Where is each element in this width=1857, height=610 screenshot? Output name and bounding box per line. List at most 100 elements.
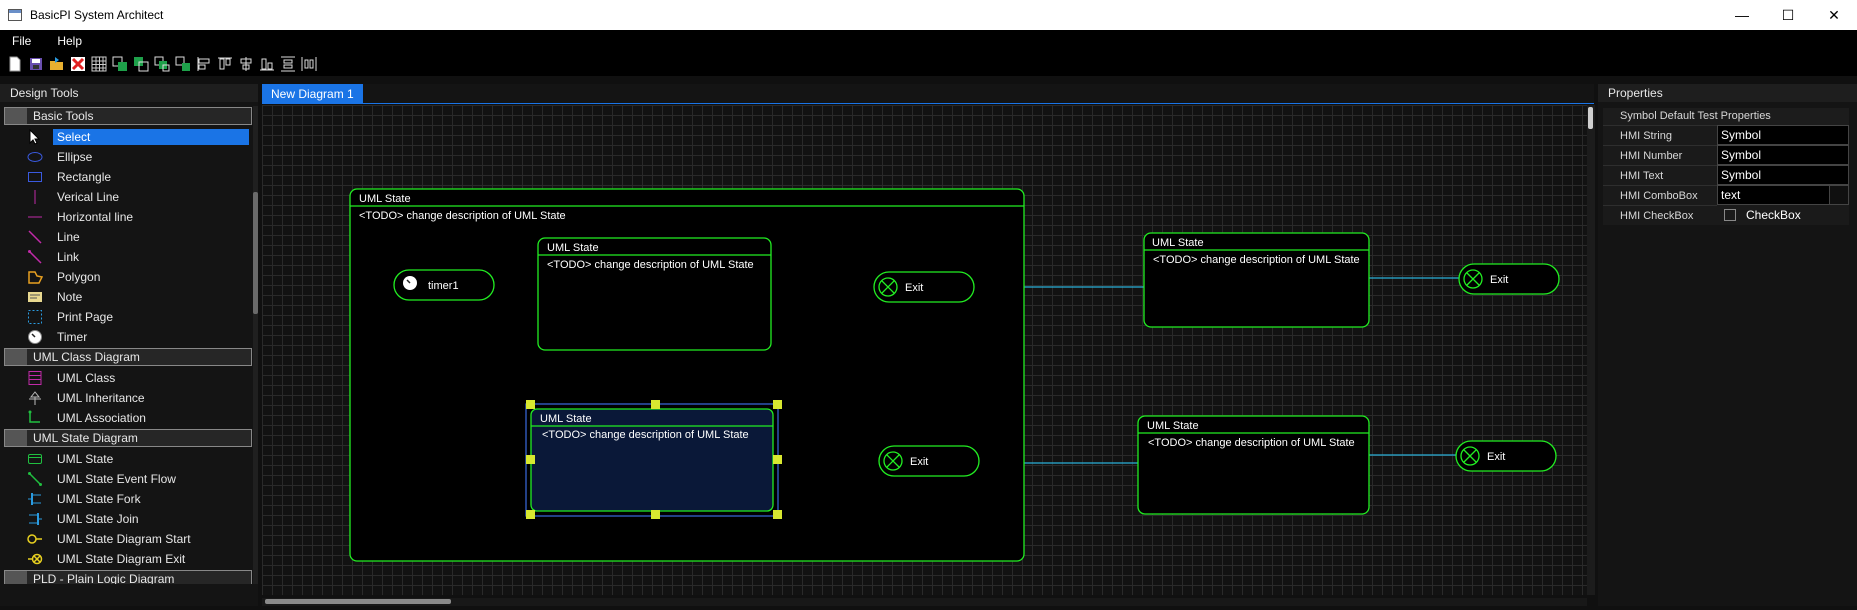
send-back-icon[interactable]: [132, 55, 150, 73]
tool-vertical-line[interactable]: Verical Line: [4, 187, 252, 207]
state-description: <TODO> change description of UML State: [1148, 437, 1355, 449]
resize-handle[interactable]: [773, 400, 782, 409]
align-top-icon[interactable]: [216, 55, 234, 73]
close-button[interactable]: ✕: [1828, 6, 1840, 23]
window-controls: — ☐ ✕: [1719, 0, 1857, 30]
category-basic-tools[interactable]: Basic Tools: [4, 107, 252, 125]
open-folder-icon[interactable]: [48, 55, 66, 73]
category-pld[interactable]: PLD - Plain Logic Diagram: [4, 570, 252, 584]
exit-node-middle[interactable]: Exit: [878, 445, 980, 477]
resize-handle[interactable]: [526, 455, 535, 464]
state-title: UML State: [547, 242, 599, 254]
tool-uml-inheritance[interactable]: UML Inheritance: [4, 388, 252, 408]
new-file-icon[interactable]: [6, 55, 24, 73]
canvas-hscroll-thumb[interactable]: [265, 599, 451, 604]
distribute-vertical-icon[interactable]: [279, 55, 297, 73]
tool-uml-association[interactable]: UML Association: [4, 408, 252, 428]
hmi-combobox-field[interactable]: text: [1717, 185, 1849, 205]
ungroup-icon[interactable]: [174, 55, 192, 73]
resize-handle[interactable]: [773, 510, 782, 519]
state-description: <TODO> change description of UML State: [1153, 254, 1360, 266]
category-uml-class[interactable]: UML Class Diagram: [4, 348, 252, 366]
tab-new-diagram-1[interactable]: New Diagram 1: [262, 84, 363, 104]
tool-print-page[interactable]: Print Page: [4, 307, 252, 327]
window-title: BasicPI System Architect: [30, 8, 164, 22]
timer-label: timer1: [428, 280, 459, 292]
tool-note[interactable]: Note: [4, 287, 252, 307]
delete-icon[interactable]: [69, 55, 87, 73]
canvas-horizontal-scrollbar[interactable]: [262, 598, 1587, 606]
prop-row-hmi-number: HMI Number Symbol: [1603, 145, 1849, 165]
tool-uml-start[interactable]: UML State Diagram Start: [4, 529, 252, 549]
tool-link[interactable]: Link: [4, 247, 252, 267]
group-icon[interactable]: [153, 55, 171, 73]
menu-file[interactable]: File: [12, 34, 32, 48]
uml-state-outer[interactable]: UML State <TODO> change description of U…: [349, 188, 1025, 562]
align-bottom-icon[interactable]: [258, 55, 276, 73]
align-center-icon[interactable]: [237, 55, 255, 73]
grid-icon[interactable]: [90, 55, 108, 73]
tool-line[interactable]: Line: [4, 227, 252, 247]
tool-uml-state[interactable]: UML State: [4, 449, 252, 469]
tool-horizontal-line[interactable]: Horizontal line: [4, 207, 252, 227]
canvas-vertical-scrollbar[interactable]: [1587, 105, 1595, 595]
uml-state-right-bottom[interactable]: UML State <TODO> change description of U…: [1137, 415, 1370, 515]
menu-help[interactable]: Help: [57, 34, 83, 48]
diagram-canvas[interactable]: UML State <TODO> change description of U…: [262, 105, 1587, 595]
exit-node-top[interactable]: Exit: [873, 271, 975, 303]
uml-state-icon: [26, 451, 44, 467]
minimize-button[interactable]: —: [1735, 7, 1749, 23]
category-uml-state[interactable]: UML State Diagram: [4, 429, 252, 447]
uml-event-flow-icon: [26, 471, 44, 487]
hmi-text-field[interactable]: Symbol: [1717, 165, 1849, 185]
properties-grid: Symbol Default Test Properties HMI Strin…: [1603, 108, 1849, 225]
tool-timer[interactable]: Timer: [4, 327, 252, 347]
resize-handle[interactable]: [526, 400, 535, 409]
link-icon: [26, 249, 44, 265]
tool-uml-exit[interactable]: UML State Diagram Exit: [4, 549, 252, 569]
line-icon: [26, 229, 44, 245]
hmi-checkbox-label: CheckBox: [1746, 208, 1801, 222]
exit-node-right-bottom[interactable]: Exit: [1455, 440, 1557, 472]
prop-row-hmi-string: HMI String Symbol: [1603, 125, 1849, 145]
timer-node[interactable]: timer1: [393, 269, 495, 301]
tool-uml-event-flow[interactable]: UML State Event Flow: [4, 469, 252, 489]
note-icon: [26, 289, 44, 305]
exit-label: Exit: [1490, 274, 1508, 286]
resize-handle[interactable]: [526, 510, 535, 519]
uml-state-right-top[interactable]: UML State <TODO> change description of U…: [1143, 232, 1370, 328]
maximize-button[interactable]: ☐: [1781, 6, 1795, 23]
state-title: UML State: [1147, 420, 1199, 432]
hmi-string-field[interactable]: Symbol: [1717, 125, 1849, 145]
align-left-icon[interactable]: [195, 55, 213, 73]
uml-exit-icon: [26, 551, 44, 567]
resize-handles[interactable]: [526, 400, 782, 519]
rectangle-icon: [26, 169, 44, 185]
resize-handle[interactable]: [651, 400, 660, 409]
horizontal-line-icon: [26, 209, 44, 225]
tool-rectangle[interactable]: Rectangle: [4, 167, 252, 187]
tool-uml-class[interactable]: UML Class: [4, 368, 252, 388]
exit-node-right-top[interactable]: Exit: [1458, 263, 1560, 295]
resize-handle[interactable]: [773, 455, 782, 464]
uml-class-icon: [26, 370, 44, 386]
distribute-horizontal-icon[interactable]: [300, 55, 318, 73]
hmi-number-field[interactable]: Symbol: [1717, 145, 1849, 165]
tool-polygon[interactable]: Polygon: [4, 267, 252, 287]
hmi-checkbox[interactable]: [1724, 209, 1736, 221]
exit-label: Exit: [1487, 451, 1505, 463]
save-icon[interactable]: [27, 55, 45, 73]
uml-state-inner-top[interactable]: UML State <TODO> change description of U…: [537, 237, 772, 351]
bring-front-icon[interactable]: [111, 55, 129, 73]
app-icon: [8, 9, 22, 21]
tools-scrollbar-thumb[interactable]: [253, 192, 258, 314]
uml-state-selected[interactable]: UML State <TODO> change description of U…: [525, 400, 782, 519]
tools-scrollbar[interactable]: [253, 106, 258, 584]
tool-select[interactable]: Select: [4, 127, 252, 147]
tool-uml-fork[interactable]: UML State Fork: [4, 489, 252, 509]
tool-ellipse[interactable]: Ellipse: [4, 147, 252, 167]
resize-handle[interactable]: [651, 510, 660, 519]
uml-inheritance-icon: [26, 390, 44, 406]
canvas-vscroll-thumb[interactable]: [1588, 107, 1593, 129]
tool-uml-join[interactable]: UML State Join: [4, 509, 252, 529]
